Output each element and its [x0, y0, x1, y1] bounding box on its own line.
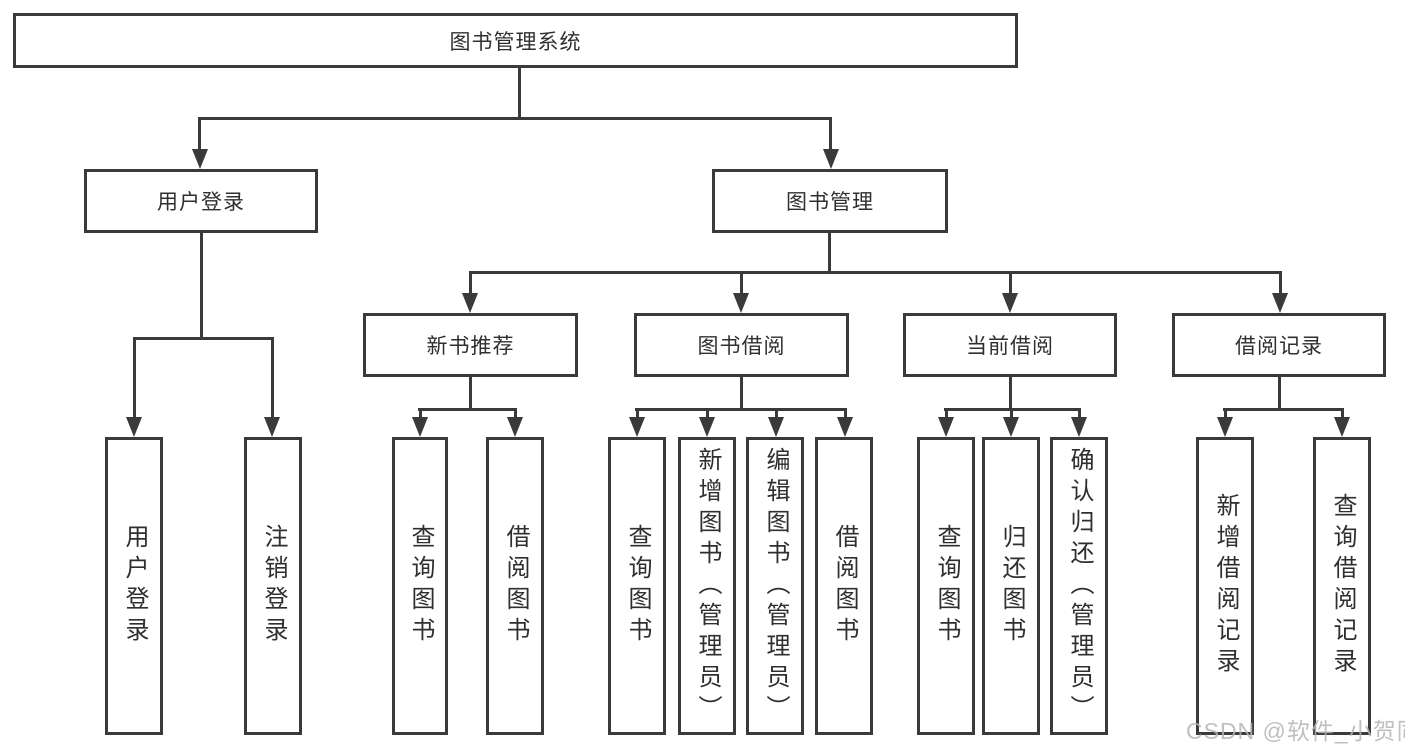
connector-vline — [1278, 377, 1281, 408]
node-book-management: 图书管理 — [712, 169, 948, 233]
connector-vline — [740, 271, 743, 295]
leaf-query-books-current: 查询图书 — [917, 437, 975, 735]
connector-vline — [198, 117, 201, 151]
connector-vline — [1078, 408, 1081, 419]
leaf-query-books-recommend: 查询图书 — [392, 437, 448, 735]
leaf-confirm-return-admin: 确认归还（管理员） — [1050, 437, 1108, 735]
leaf-edit-book-admin: 编辑图书（管理员） — [746, 437, 804, 735]
connector-vline — [706, 408, 709, 419]
connector-vline — [828, 233, 831, 271]
arrowhead-down-icon — [629, 417, 645, 437]
connector-vline — [1224, 408, 1227, 419]
connector-vline — [1279, 271, 1282, 295]
watermark: CSDN @软件_小贺同学 — [1186, 718, 1405, 744]
leaf-return-books: 归还图书 — [982, 437, 1040, 735]
arrowhead-down-icon — [768, 417, 784, 437]
arrowhead-down-icon — [823, 149, 839, 169]
connector-vline — [1010, 408, 1013, 419]
connector-vline — [775, 408, 778, 419]
leaf-add-borrow-record: 新增借阅记录 — [1196, 437, 1254, 735]
arrowhead-down-icon — [1272, 293, 1288, 313]
connector-vline — [518, 68, 521, 117]
connector-hline — [133, 337, 274, 340]
connector-hline — [469, 271, 1281, 274]
leaf-borrow-books-recommend: 借阅图书 — [486, 437, 544, 735]
node-current-borrowing: 当前借阅 — [903, 313, 1117, 377]
arrowhead-down-icon — [733, 293, 749, 313]
connector-vline — [1341, 408, 1344, 419]
leaf-user-login: 用户登录 — [105, 437, 163, 735]
node-new-book-recommend: 新书推荐 — [363, 313, 578, 377]
node-user-login: 用户登录 — [84, 169, 318, 233]
arrowhead-down-icon — [1217, 417, 1233, 437]
connector-vline — [200, 233, 203, 337]
leaf-query-borrow-record: 查询借阅记录 — [1313, 437, 1371, 735]
arrowhead-down-icon — [938, 417, 954, 437]
arrowhead-down-icon — [126, 417, 142, 437]
connector-hline — [635, 408, 846, 411]
connector-vline — [469, 377, 472, 408]
node-borrowing-records: 借阅记录 — [1172, 313, 1386, 377]
arrowhead-down-icon — [699, 417, 715, 437]
connector-hline — [418, 408, 517, 411]
arrowhead-down-icon — [264, 417, 280, 437]
connector-hline — [1223, 408, 1344, 411]
arrowhead-down-icon — [1334, 417, 1350, 437]
connector-vline — [1009, 271, 1012, 295]
connector-vline — [133, 337, 136, 419]
connector-hline — [198, 117, 831, 120]
connector-vline — [514, 408, 517, 419]
arrowhead-down-icon — [462, 293, 478, 313]
connector-vline — [1009, 377, 1012, 408]
leaf-logout: 注销登录 — [244, 437, 302, 735]
arrowhead-down-icon — [192, 149, 208, 169]
leaf-borrow-books-borrowing: 借阅图书 — [815, 437, 873, 735]
arrowhead-down-icon — [1071, 417, 1087, 437]
leaf-query-books-borrowing: 查询图书 — [608, 437, 666, 735]
connector-vline — [271, 337, 274, 419]
arrowhead-down-icon — [1002, 293, 1018, 313]
node-book-management-system: 图书管理系统 — [13, 13, 1018, 68]
connector-vline — [419, 408, 422, 419]
arrowhead-down-icon — [412, 417, 428, 437]
connector-vline — [844, 408, 847, 419]
leaf-add-book-admin: 新增图书（管理员） — [678, 437, 736, 735]
connector-vline — [945, 408, 948, 419]
connector-vline — [829, 117, 832, 151]
connector-vline — [740, 377, 743, 408]
node-book-borrowing: 图书借阅 — [634, 313, 849, 377]
arrowhead-down-icon — [837, 417, 853, 437]
arrowhead-down-icon — [1003, 417, 1019, 437]
arrowhead-down-icon — [507, 417, 523, 437]
connector-vline — [469, 271, 472, 295]
connector-vline — [636, 408, 639, 419]
